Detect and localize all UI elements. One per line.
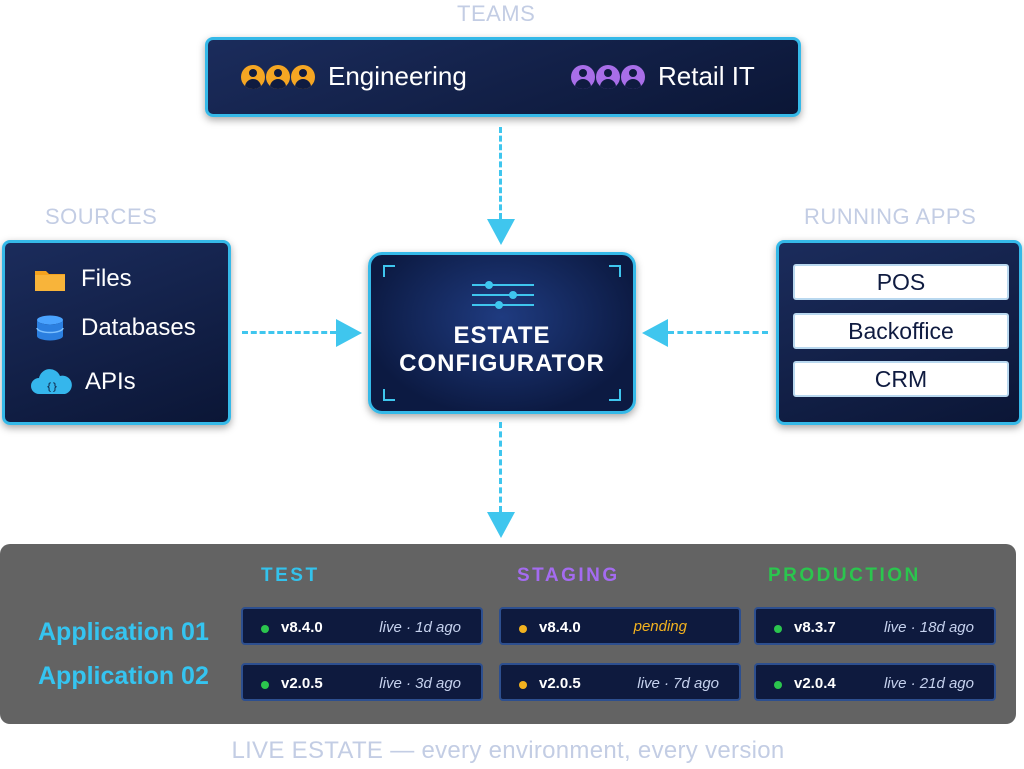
running-apps-panel: POS Backoffice CRM [776,240,1022,425]
version-number: v2.0.4 [794,675,836,692]
version-number: v8.4.0 [539,619,581,636]
running-apps-label: RUNNING APPS [804,204,977,229]
database-icon [33,314,67,342]
source-item-apis: {} APIs [29,368,136,396]
application-name: Application 01 [38,618,209,646]
arrow-head-down [487,219,515,245]
team-name: Engineering [328,61,467,91]
arrow-configurator-to-estate [499,422,502,512]
version-cell-app02-test[interactable]: v2.0.5 live · 3d ago [241,663,483,701]
configurator-title-line2: CONFIGURATOR [399,350,605,377]
version-cell-app01-test[interactable]: v8.4.0 live · 1d ago [241,607,483,645]
version-cell-app02-production[interactable]: v2.0.4 live · 21d ago [754,663,996,701]
version-status: pending [633,618,687,635]
source-name: Files [81,265,132,292]
person-icon [241,64,265,89]
teams-label: TEAMS [457,1,536,26]
estate-configurator[interactable]: ESTATE CONFIGURATOR [368,252,636,414]
version-number: v8.4.0 [281,619,323,636]
person-icon [571,64,595,89]
svg-text:{}: {} [46,382,58,393]
person-icon [266,64,290,89]
live-estate-caption: LIVE ESTATE — every environment, every v… [231,737,785,764]
version-status: live · 3d ago [379,675,461,692]
version-number: v2.0.5 [539,675,581,692]
version-status: live · 1d ago [379,619,461,636]
configurator-title-line1: ESTATE [453,322,551,349]
arrow-head-left [642,319,668,347]
version-number: v8.3.7 [794,619,836,636]
env-header-production: PRODUCTION [768,565,921,586]
source-item-databases: Databases [33,314,196,342]
sources-label: SOURCES [45,204,158,229]
corner-mark [383,265,395,277]
team-retail-it: Retail IT [571,61,755,92]
corner-mark [609,265,621,277]
team-people-icon [241,64,316,89]
corner-mark [609,389,621,401]
status-dot [261,625,269,633]
source-name: Databases [81,314,196,341]
sources-panel: Files Databases {} APIs [2,240,231,425]
status-dot [774,625,782,633]
team-name: Retail IT [658,61,755,91]
version-number: v2.0.5 [281,675,323,692]
status-dot [774,681,782,689]
env-header-staging: STAGING [517,565,620,586]
source-item-files: Files [33,265,132,293]
arrow-head-right [336,319,362,347]
corner-mark [383,389,395,401]
status-dot [261,681,269,689]
person-icon [596,64,620,89]
folder-icon [33,265,67,293]
status-dot [519,625,527,633]
sliders-icon [472,279,534,316]
arrow-teams-to-configurator [499,127,502,219]
version-status: live · 18d ago [883,619,974,636]
app-backoffice[interactable]: Backoffice [793,313,1009,349]
version-cell-app01-staging[interactable]: v8.4.0 pending [499,607,741,645]
person-icon [621,64,645,89]
cloud-api-icon: {} [29,368,75,396]
version-status: live · 21d ago [883,675,974,692]
status-dot [519,681,527,689]
app-pos[interactable]: POS [793,264,1009,300]
application-name: Application 02 [38,662,209,690]
source-name: APIs [85,368,136,395]
person-icon [291,64,315,89]
arrow-apps-to-configurator [668,331,768,334]
live-estate-panel: TEST STAGING PRODUCTION Application 01 A… [0,544,1016,724]
team-people-icon [571,64,646,89]
env-header-test: TEST [261,565,320,586]
version-cell-app01-production[interactable]: v8.3.7 live · 18d ago [754,607,996,645]
version-cell-app02-staging[interactable]: v2.0.5 live · 7d ago [499,663,741,701]
teams-panel: Engineering Retail IT [205,37,801,117]
arrow-sources-to-configurator [242,331,336,334]
arrow-head-down [487,512,515,538]
version-status: live · 7d ago [637,675,719,692]
app-crm[interactable]: CRM [793,361,1009,397]
team-engineering: Engineering [241,61,467,92]
